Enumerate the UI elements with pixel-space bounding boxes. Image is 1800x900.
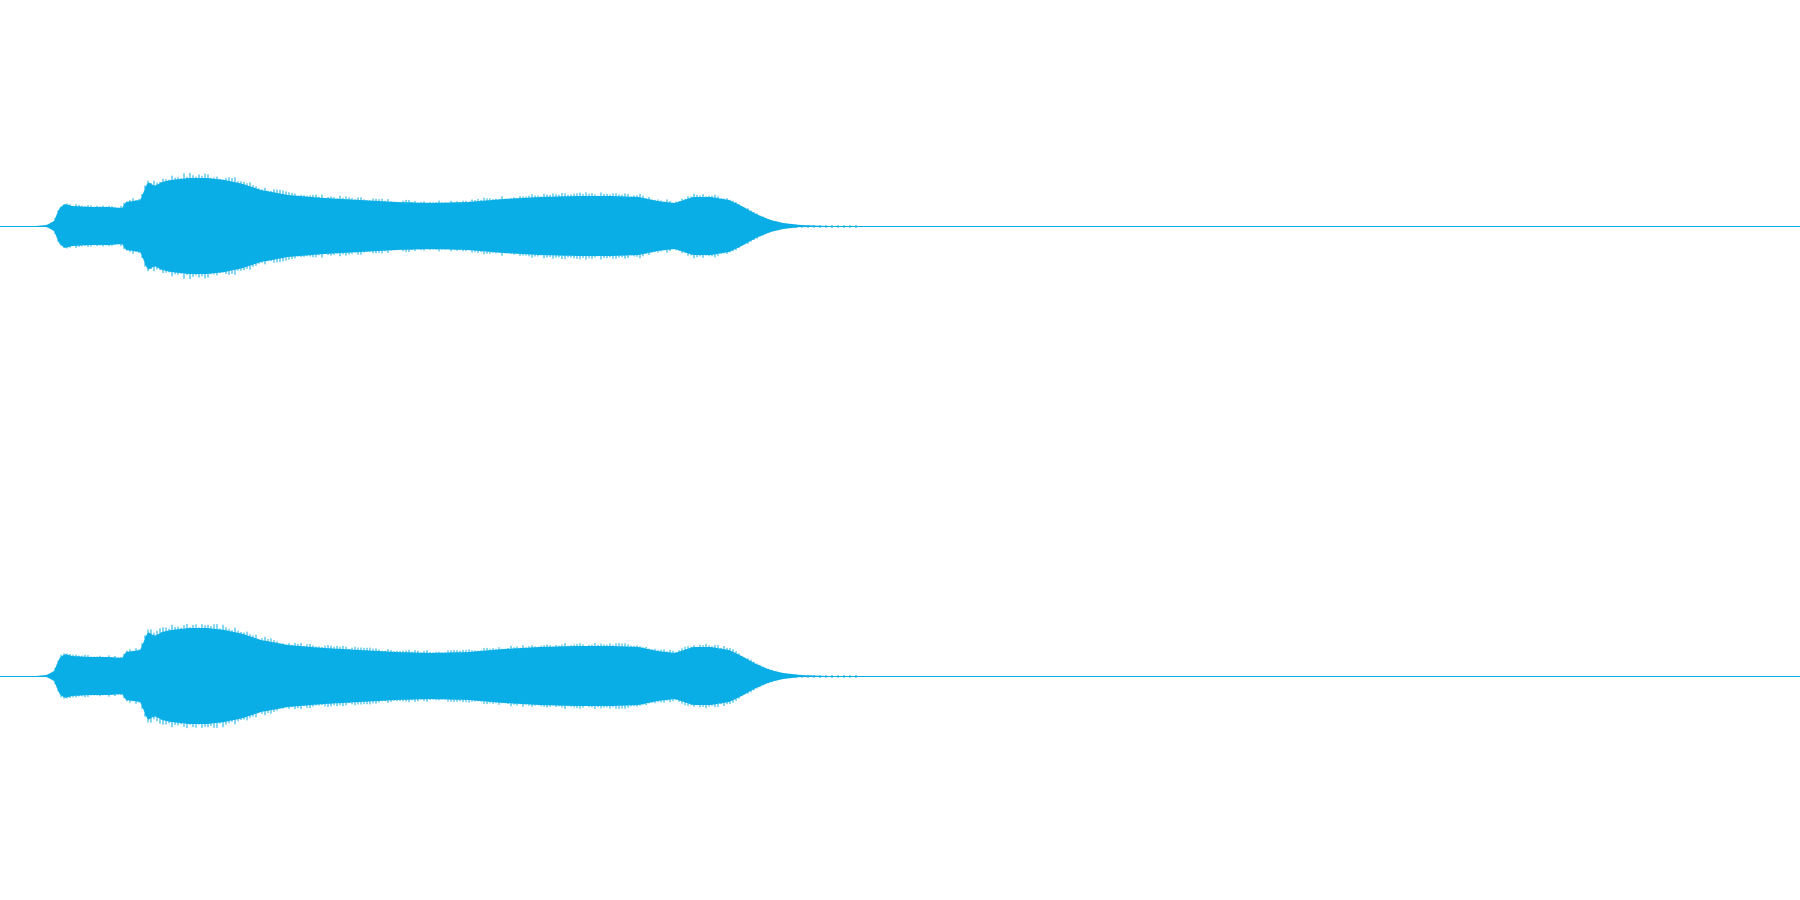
channel-2-waveform (0, 628, 1800, 724)
channel-2-track[interactable] (0, 623, 1800, 729)
channel-1-waveform (0, 178, 1800, 274)
channel-1-track[interactable] (0, 172, 1800, 280)
channel-2-transients (54, 623, 857, 729)
channel-1-transients (54, 172, 857, 280)
